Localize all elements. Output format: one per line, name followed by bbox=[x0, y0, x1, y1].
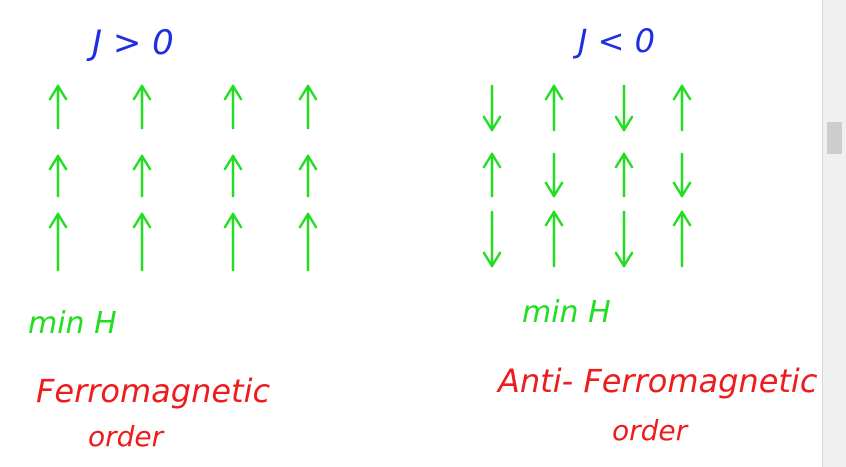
spin-down-arrow-icon bbox=[544, 152, 564, 198]
whiteboard-canvas: J > 0 J < 0 min H min H Ferromagnetic or… bbox=[28, 22, 818, 453]
spin-up-arrow-icon bbox=[48, 212, 68, 272]
spin-up-arrow-icon bbox=[132, 84, 152, 130]
right-condition-heading: J < 0 bbox=[572, 22, 655, 60]
ferromagnetic-spin-lattice bbox=[48, 84, 318, 272]
spin-up-arrow-icon bbox=[48, 84, 68, 130]
spin-up-arrow-icon bbox=[672, 84, 692, 132]
left-order-line2: order bbox=[88, 420, 165, 453]
spin-up-arrow-icon bbox=[48, 154, 68, 198]
spin-up-arrow-icon bbox=[223, 154, 243, 198]
antiferromagnetic-spin-lattice bbox=[482, 84, 692, 268]
spin-up-arrow-icon bbox=[614, 152, 634, 198]
spin-up-arrow-icon bbox=[223, 212, 243, 272]
spin-down-arrow-icon bbox=[482, 84, 502, 132]
spin-down-arrow-icon bbox=[614, 210, 634, 268]
spin-up-arrow-icon bbox=[132, 154, 152, 198]
spin-up-arrow-icon bbox=[672, 210, 692, 268]
scrollbar-thumb[interactable] bbox=[827, 122, 842, 154]
right-order-line2: order bbox=[612, 414, 689, 447]
spin-down-arrow-icon bbox=[614, 84, 634, 132]
right-min-h-label: min H bbox=[522, 295, 611, 330]
spin-up-arrow-icon bbox=[132, 212, 152, 272]
spin-up-arrow-icon bbox=[298, 154, 318, 198]
vertical-scrollbar[interactable] bbox=[822, 0, 846, 467]
spin-down-arrow-icon bbox=[672, 152, 692, 198]
left-min-h-label: min H bbox=[28, 306, 117, 341]
spin-up-arrow-icon bbox=[223, 84, 243, 130]
spin-up-arrow-icon bbox=[298, 212, 318, 272]
spin-up-arrow-icon bbox=[544, 210, 564, 268]
right-order-line1: Anti- Ferromagnetic bbox=[496, 362, 818, 400]
left-condition-heading: J > 0 bbox=[86, 23, 174, 63]
spin-up-arrow-icon bbox=[298, 84, 318, 130]
left-order-line1: Ferromagnetic bbox=[36, 372, 270, 410]
spin-up-arrow-icon bbox=[482, 152, 502, 198]
spin-down-arrow-icon bbox=[482, 210, 502, 268]
spin-up-arrow-icon bbox=[544, 84, 564, 132]
